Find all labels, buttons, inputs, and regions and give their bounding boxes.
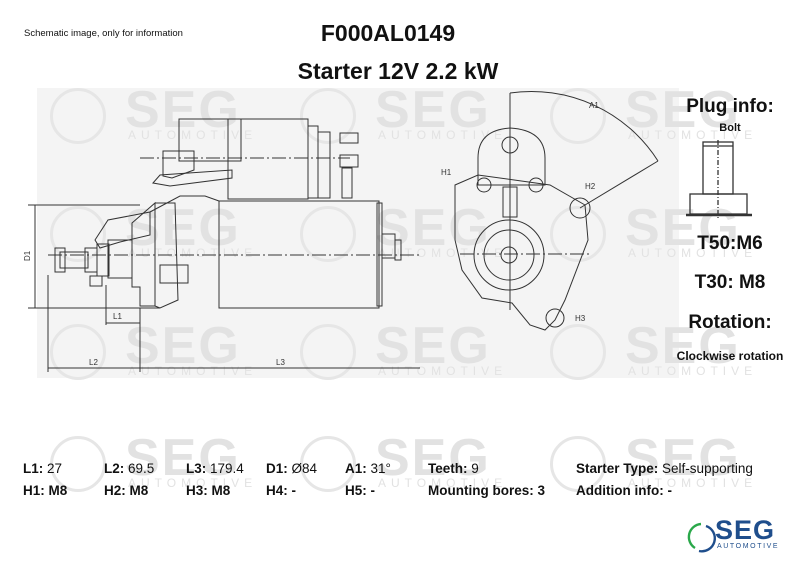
part-number: F000AL0149: [320, 20, 456, 46]
spec-l3: L3: 179.4: [186, 461, 244, 476]
spec-h5: H5: -: [345, 483, 376, 498]
logo-brand: SEG: [715, 515, 776, 545]
spec-d1: D1: Ø84: [266, 461, 318, 476]
spec-a1: A1: 31°: [345, 461, 391, 476]
rotation-title: Rotation:: [688, 312, 772, 333]
dim-label-l1: L1: [113, 312, 122, 321]
spec-h2: H2: M8: [104, 483, 149, 498]
seg-automotive-logo: SEG AUTOMOTIVE: [683, 515, 793, 563]
spec-h3: H3: M8: [186, 483, 231, 498]
dim-label-h3: H3: [575, 314, 586, 323]
spec-addition-info: Addition info: -: [576, 483, 672, 498]
dim-label-a1: A1: [589, 101, 599, 110]
product-title: Starter 12V 2.2 kW: [297, 58, 499, 84]
spec-starter-type: Starter Type: Self-supporting: [576, 461, 753, 476]
dim-label-d1: D1: [23, 250, 32, 261]
dim-label-l2: L2: [89, 358, 98, 367]
bolt-icon: [686, 140, 752, 218]
spec-l2: L2: 69.5: [104, 461, 155, 476]
t50-spec: T50:M6: [697, 233, 763, 254]
dim-label-l3: L3: [276, 358, 285, 367]
t30-spec: T30: M8: [694, 272, 766, 293]
dim-label-h2: H2: [585, 182, 596, 191]
logo-sub: AUTOMOTIVE: [717, 543, 780, 550]
disclaimer-text: Schematic image, only for information: [24, 28, 183, 39]
spec-h4: H4: -: [266, 483, 297, 498]
spec-h1: H1: M8: [23, 483, 68, 498]
logo-ring-icon: [687, 522, 716, 553]
spec-mounting-bores: Mounting bores: 3: [428, 483, 546, 498]
spec-teeth: Teeth: 9: [428, 461, 479, 476]
dim-label-h1: H1: [441, 168, 452, 177]
rotation-value: Clockwise rotation: [676, 349, 784, 363]
plug-info-title: Plug info:: [686, 96, 774, 117]
plug-info-type: Bolt: [719, 122, 741, 134]
spec-l1: L1: 27: [23, 461, 63, 476]
